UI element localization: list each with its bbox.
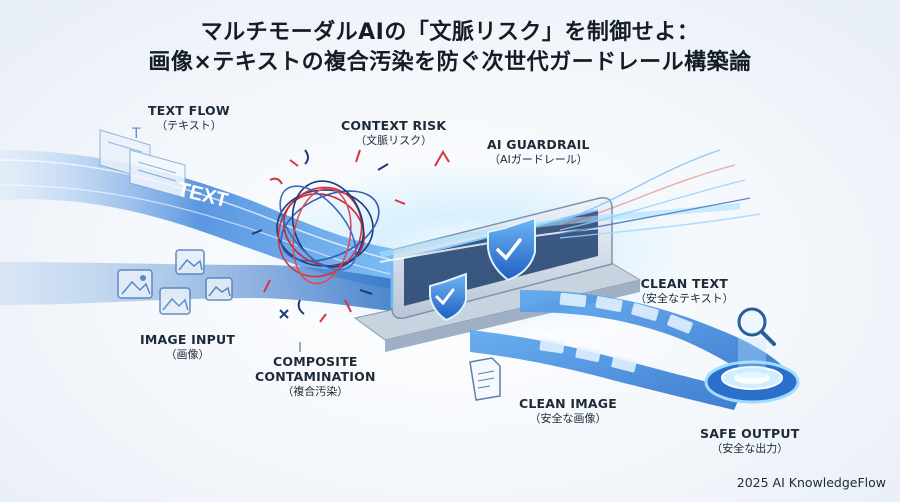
magnifier-icon: [737, 307, 776, 346]
clean-text-blocks: [559, 292, 693, 334]
image-icon: [117, 269, 153, 299]
shield-icon: [487, 216, 536, 282]
context-risk-tangle: [276, 180, 380, 285]
label-clean-text: CLEAN TEXT （安全なテキスト）: [635, 276, 734, 305]
title-line-2: 画像×テキストの複合汚染を防ぐ次世代ガードレール構築論: [148, 50, 752, 75]
image-icon: [205, 277, 233, 301]
risk-scatter-marks: [251, 149, 450, 323]
document-icon: [469, 357, 501, 401]
title-line-1: マルチモーダルAIの「文脈リスク」を制御せよ：: [200, 20, 700, 45]
output-wisps: [559, 149, 761, 239]
label-clean-image: CLEAN IMAGE （安全な画像）: [519, 396, 617, 425]
label-ai-guardrail: AI GUARDRAIL （AIガードレール）: [487, 137, 590, 166]
clean-image-blocks: [539, 338, 637, 373]
shield-icon: [429, 272, 467, 322]
safe-output-node: [704, 338, 800, 404]
label-text-flow: TEXT FLOW （テキスト）: [148, 103, 230, 132]
image-icon: [159, 287, 191, 315]
image-icon: [175, 249, 205, 275]
label-image-input: IMAGE INPUT （画像）: [140, 332, 236, 361]
label-safe-output: SAFE OUTPUT （安全な出力）: [700, 426, 800, 455]
t-glyph-icon: T: [131, 126, 141, 142]
clean-text-track: [520, 290, 790, 388]
clean-image-track: [470, 330, 742, 410]
text-document-sheets: [99, 129, 186, 199]
label-composite-contamination: COMPOSITE CONTAMINATION （複合汚染）: [255, 354, 376, 398]
copyright-text: 2025 AI KnowledgeFlow: [736, 475, 886, 490]
label-context-risk: CONTEXT RISK （文脈リスク）: [341, 118, 447, 147]
image-thumbnails: [117, 249, 233, 315]
